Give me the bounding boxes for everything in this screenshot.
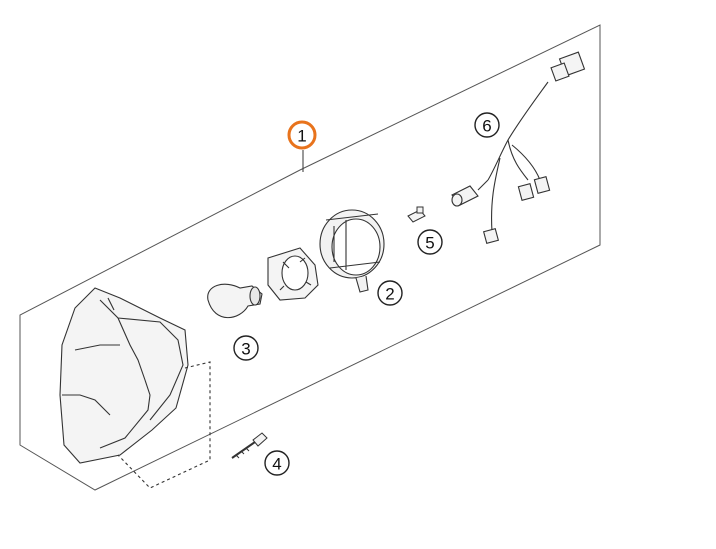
- rubber-cap-part: [319, 209, 385, 293]
- callout-4[interactable]: 4: [264, 450, 290, 476]
- callout-2-ring: [377, 280, 403, 306]
- parking-bulb-part: [407, 206, 426, 223]
- callout-1[interactable]: 1: [287, 120, 317, 150]
- callout-3[interactable]: 3: [233, 335, 259, 361]
- callout-5-ring: [417, 229, 443, 255]
- callout-4-ring: [264, 450, 290, 476]
- bulb-part: [207, 283, 263, 319]
- screw-part: [231, 432, 268, 459]
- callout-6[interactable]: 6: [474, 112, 500, 138]
- callout-2[interactable]: 2: [377, 280, 403, 306]
- bulb-holder-part: [267, 247, 319, 301]
- callout-6-label: 6: [482, 117, 491, 136]
- wiring-harness-part: [451, 51, 586, 245]
- callout-5-label: 5: [425, 234, 434, 253]
- callout-1-ring: [287, 120, 317, 150]
- callout-1-label: 1: [297, 127, 306, 146]
- headlight-mask-part: [59, 287, 211, 489]
- callout-6-ring: [474, 112, 500, 138]
- assembly-frame: [19, 24, 601, 491]
- callout-3-ring: [233, 335, 259, 361]
- callout-5[interactable]: 5: [417, 229, 443, 255]
- callout-4-label: 4: [272, 455, 281, 474]
- callout-2-label: 2: [385, 285, 394, 304]
- callout-3-label: 3: [241, 340, 250, 359]
